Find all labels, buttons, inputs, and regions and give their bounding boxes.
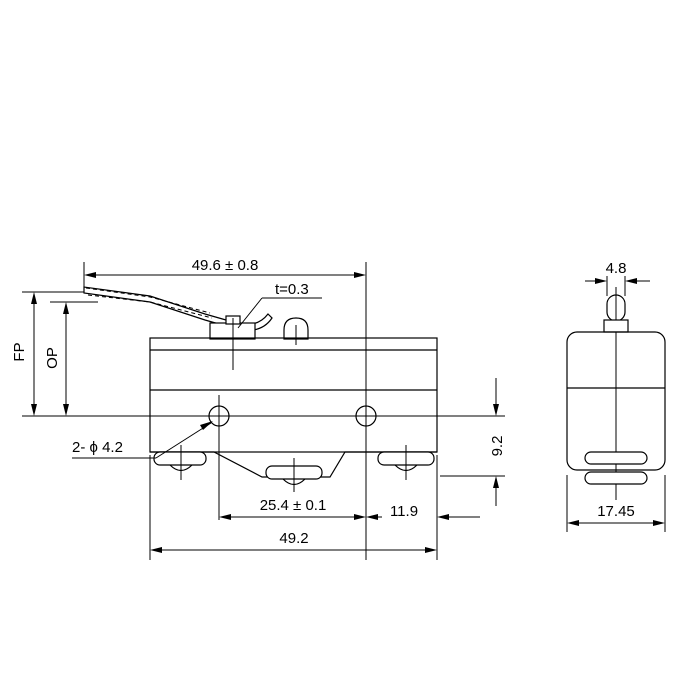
side-view: 4.8 17.45	[566, 260, 666, 532]
label-actuator-width: 4.8	[606, 260, 627, 277]
dim-terminal-offset: 11.9	[366, 503, 480, 520]
label-mount-height: 9.2	[489, 436, 506, 457]
dim-lever-length: 49.6 ± 0.8	[83, 257, 367, 560]
dim-mount-height: 9.2	[440, 378, 506, 506]
label-lever-length: 49.6 ± 0.8	[192, 257, 259, 274]
dim-body-width: 17.45	[566, 475, 666, 532]
dim-lever-thickness: t=0.3	[237, 281, 322, 329]
side-terminals	[584, 451, 648, 485]
side-actuator	[603, 287, 629, 335]
dim-actuator-width: 4.8	[585, 260, 650, 296]
label-body-length: 49.2	[279, 530, 308, 547]
label-body-width: 17.45	[597, 503, 635, 520]
label-terminal-offset: 11.9	[390, 503, 418, 520]
dim-fp: FP	[11, 292, 37, 416]
label-lever-thickness: t=0.3	[275, 281, 309, 298]
dim-hole-pitch: 25.4 ± 0.1	[219, 497, 366, 520]
label-op: OP	[44, 347, 61, 369]
switch-body	[149, 337, 438, 453]
dim-holes: 2- ϕ 4.2	[72, 421, 213, 459]
label-holes: 2- ϕ 4.2	[72, 439, 123, 456]
label-fp: FP	[11, 342, 28, 361]
dim-op: OP	[44, 302, 69, 416]
dim-body-length: 49.2	[149, 455, 438, 560]
front-view: 49.6 ± 0.8 t=0.3 FP OP	[11, 257, 506, 560]
label-hole-pitch: 25.4 ± 0.1	[260, 497, 327, 514]
